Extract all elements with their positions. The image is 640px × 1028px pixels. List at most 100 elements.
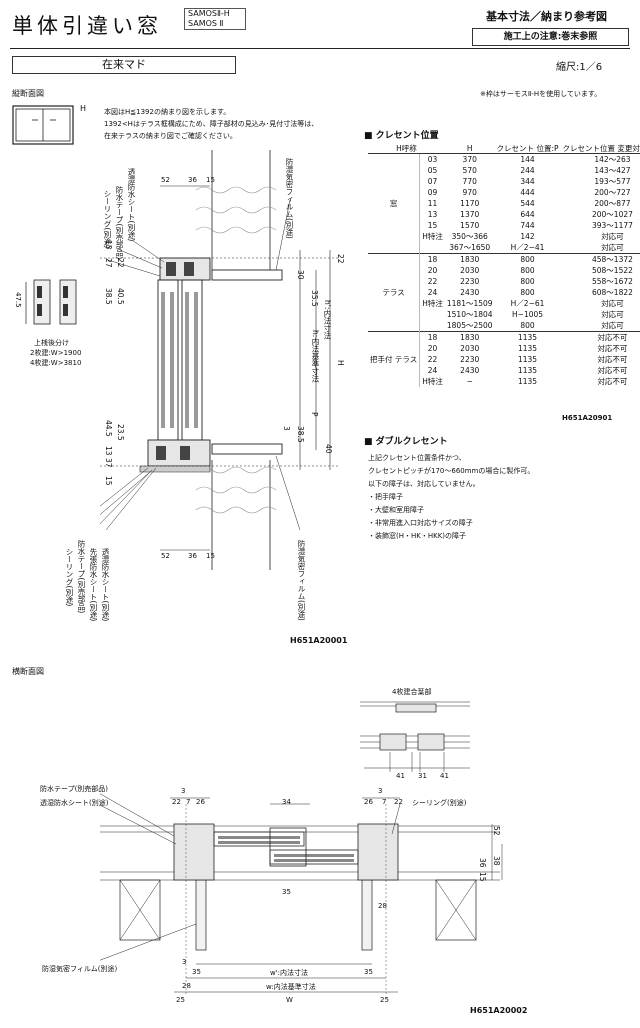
- crescent-cell: 770: [462, 177, 477, 186]
- vdim-right-22: 22: [336, 254, 345, 264]
- hdim-bottom-25b: 25: [380, 996, 389, 1004]
- callout-pre-sheet-bottom: 先張防水シート(別途): [89, 548, 98, 622]
- crescent-cell: 13: [427, 210, 438, 219]
- crescent-cell: 744: [520, 221, 535, 230]
- h-label: H: [80, 104, 87, 113]
- dc-line-7: ・装飾窓(H・HK・HKK)の障子: [368, 532, 467, 540]
- crescent-cell: 544: [520, 199, 535, 208]
- crescent-cell: 800: [520, 288, 535, 297]
- crescent-cell: 800: [520, 266, 535, 275]
- callout-vapor-film-top: 防湿気密フィルム(別途): [285, 158, 294, 239]
- crescent-cell: 20: [427, 266, 438, 275]
- vdim-top-52: 52: [161, 176, 170, 184]
- four-panel-caption: 4枚建合葉部: [392, 688, 432, 696]
- vdim-left-40-5: 40.5: [116, 288, 125, 305]
- double-crescent-title: ■ ダブルクレセント: [364, 437, 448, 447]
- crescent-table: H呼称 H クレセント 位置:P クレセント位置 変更対応範囲 窓0337014…: [368, 142, 640, 387]
- vdim-left-38-5: 38.5: [104, 288, 113, 305]
- note-line-2: 1392<Hはテラス框構成にため、障子部材の見込み･見付寸法等は、: [104, 120, 319, 128]
- page-title: 単体引違い窓: [12, 14, 162, 38]
- hdim-right-36: 36: [478, 858, 487, 868]
- crescent-table-code: H651A20901: [562, 414, 613, 422]
- vdim-left-15: 15: [104, 476, 113, 486]
- col-h: H: [444, 142, 495, 154]
- vdim-right-h: H: [336, 360, 345, 366]
- vdim-left-23-5: 23.5: [116, 424, 125, 441]
- crescent-cell: 1570: [460, 221, 480, 230]
- four-panel-dim-41a: 41: [396, 772, 405, 780]
- window-icon: [12, 105, 74, 145]
- upper-rail-caption: 上桟後分け: [34, 339, 69, 347]
- col-p: クレセント 位置:P: [494, 142, 561, 154]
- crescent-cell: H特注: [422, 232, 443, 241]
- crescent-cell: 2430: [460, 288, 480, 297]
- scale-label: 縮尺:1／6: [556, 62, 603, 73]
- crescent-cell: 644: [520, 210, 535, 219]
- width-inner: w':内法寸法: [270, 969, 309, 977]
- vdim-bottom-15: 15: [206, 552, 215, 560]
- crescent-cell: 193〜577: [594, 177, 631, 186]
- upper-rail-line-2: 4枚建:W>3810: [30, 359, 82, 367]
- crescent-cell: 1135: [517, 377, 538, 386]
- crescent-cell: 1830: [444, 253, 495, 265]
- crescent-cell: 2230: [460, 355, 480, 364]
- crescent-cell: 608〜1822: [591, 288, 633, 297]
- hdim-bottom-35b: 35: [364, 968, 373, 976]
- crescent-cell: 200〜1027: [591, 210, 633, 219]
- series-name-1: SAMOSⅡ-H: [188, 9, 230, 18]
- crescent-cell: 1830: [444, 331, 495, 343]
- vdim-right-38-5: 38.5: [296, 426, 305, 443]
- crescent-cell: 142: [520, 232, 535, 241]
- crescent-cell: 2030: [460, 266, 480, 275]
- dc-line-4: ・把手障子: [368, 493, 403, 501]
- col-h-call: H呼称: [368, 142, 445, 154]
- four-panel-dim-31: 31: [418, 772, 427, 780]
- vdim-top-36: 36: [188, 176, 197, 184]
- note-line-1: 本図はH≦1392の納まり図を示します。: [104, 108, 231, 116]
- crescent-cell: −: [466, 377, 473, 386]
- note-line-3: 在来テラスの納まり図でご確認ください。: [104, 132, 237, 140]
- crescent-cell: 24: [427, 366, 438, 375]
- crescent-cell: 800: [520, 277, 535, 286]
- crescent-cell: 1135: [517, 355, 538, 364]
- hdim-top-7b: 7: [382, 798, 387, 806]
- hdim-bottom-3: 3: [182, 958, 187, 966]
- crescent-cell: 対応可: [601, 310, 624, 319]
- hdim-top-3a: 3: [181, 787, 186, 795]
- four-panel-detail: [360, 701, 470, 772]
- crescent-cell: H特注: [422, 299, 443, 308]
- horizontal-section-title: 横断面図: [12, 667, 44, 676]
- series-badge: SAMOSⅡ-H SAMOS Ⅱ: [184, 8, 246, 30]
- document-kind: 基本寸法／納まり参考図: [486, 10, 607, 23]
- crescent-cell: 1135: [517, 366, 538, 375]
- construction-note: 施工上の注意:巻末参照: [472, 28, 629, 46]
- hdim-right-38: 38: [492, 856, 501, 866]
- crescent-cell: 2430: [460, 366, 480, 375]
- upper-rail-detail: [25, 279, 77, 325]
- hdim-right-52: 52: [492, 826, 501, 836]
- vdim-left-13b: 13: [104, 446, 113, 456]
- double-crescent-text: 上記クレセント位置条件かつ、 クレセントピッチが170〜660mmの場合に製作可…: [368, 452, 534, 543]
- dc-line-6: ・非常用進入口対応サイズの障子: [368, 519, 473, 527]
- hdim-bottom-35a: 35: [192, 968, 201, 976]
- callout-vapor-film-bottom: 防湿気密フィルム(別途): [297, 540, 306, 621]
- crescent-cell: 370: [444, 153, 495, 165]
- header-divider: [10, 48, 630, 49]
- vertical-section-drawing: [100, 150, 340, 570]
- crescent-row: 20 2030 800 508〜1522: [368, 265, 640, 276]
- crescent-cell: 508〜1522: [591, 266, 633, 275]
- crescent-cell: 対応可: [601, 299, 624, 308]
- crescent-cell: 18: [419, 331, 445, 343]
- callout-breathable-sheet-top: 透湿防水シート(別途): [127, 168, 136, 242]
- vdim-left-13: 13: [104, 240, 113, 250]
